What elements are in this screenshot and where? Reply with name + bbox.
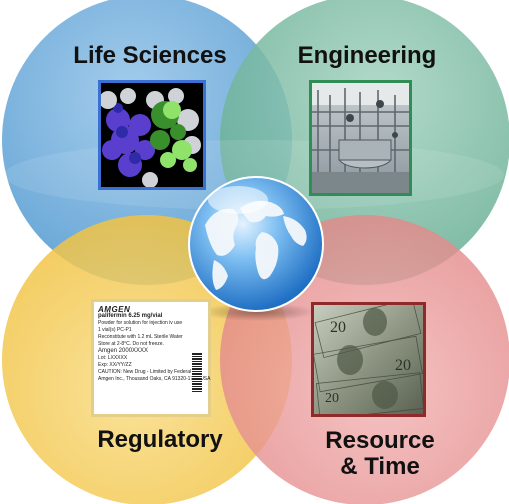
- label-resource-line2: & Time: [340, 453, 420, 480]
- dollar-bills-icon: 20 20 20: [311, 302, 426, 417]
- label-resource-time: Resource & Time: [290, 428, 470, 480]
- svg-text:20: 20: [325, 391, 339, 406]
- bioreactor-plant-icon: [309, 80, 412, 196]
- globe-shadow: [200, 303, 316, 321]
- label-life-sciences: Life Sciences: [73, 42, 227, 69]
- label-regulatory: Regulatory: [97, 426, 223, 453]
- label-engineering: Engineering: [297, 42, 437, 69]
- svg-text:20: 20: [395, 357, 411, 374]
- barcode-icon: [192, 352, 202, 392]
- product-label-line: CAUTION: New Drug - Limited by Federal L…: [98, 369, 202, 375]
- label-resource-line1: Resource: [325, 427, 435, 454]
- product-label-line: Amgen 2000XXXX: [98, 348, 149, 354]
- product-label-card: AMGEN palifermin 6.25 mg/vial Powder for…: [94, 302, 211, 414]
- product-label-icon: AMGEN palifermin 6.25 mg/vial Powder for…: [91, 299, 211, 417]
- svg-text:20: 20: [330, 319, 346, 336]
- protein-structure-icon: [98, 80, 206, 190]
- globe-icon: [188, 176, 324, 312]
- product-label-line: Exp: XX/YY/ZZ: [98, 362, 132, 368]
- product-label-line: Reconstitute with 1.2 mL Sterile Water: [98, 334, 183, 340]
- product-label-line: palifermin 6.25 mg/vial: [98, 313, 163, 319]
- product-label-line: Lot: LXXXXX: [98, 355, 128, 361]
- product-label-line: Amgen Inc., Thousand Oaks, CA 91320-1799…: [98, 376, 211, 382]
- product-label-line: Powder for solution for injection iv use: [98, 320, 183, 326]
- product-label-line: Store at 2-8°C. Do not freeze.: [98, 341, 164, 347]
- product-label-brand: AMGEN: [98, 305, 131, 314]
- product-label-line: 1 vial(s) PC-P1: [98, 327, 132, 333]
